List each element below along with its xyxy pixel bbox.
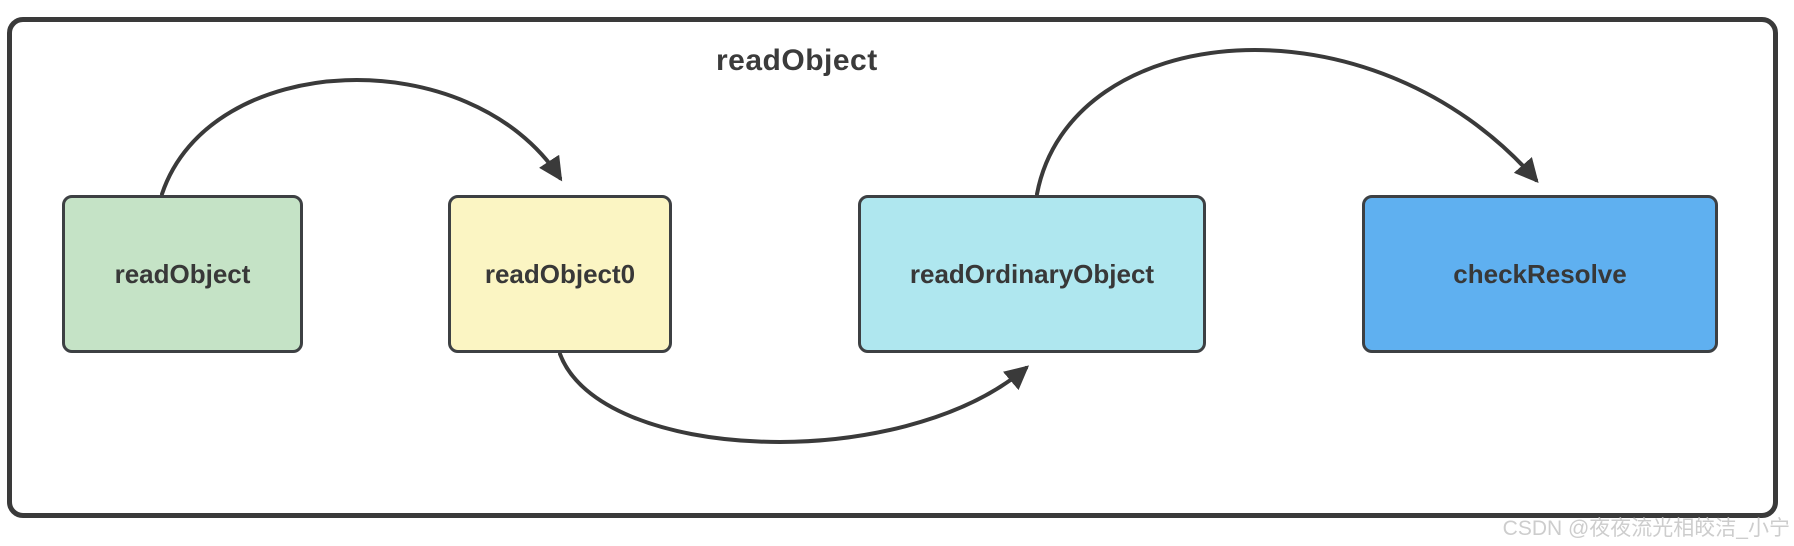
node-readobject: readObject (62, 195, 303, 353)
csdn-watermark: CSDN @夜夜流光相皎洁_小宁 (1502, 517, 1790, 540)
node-readordinaryobject: readOrdinaryObject (858, 195, 1206, 353)
node-checkresolve: checkResolve (1362, 195, 1718, 353)
node-readobject0: readObject0 (448, 195, 672, 353)
diagram-title: readObject (716, 44, 878, 77)
